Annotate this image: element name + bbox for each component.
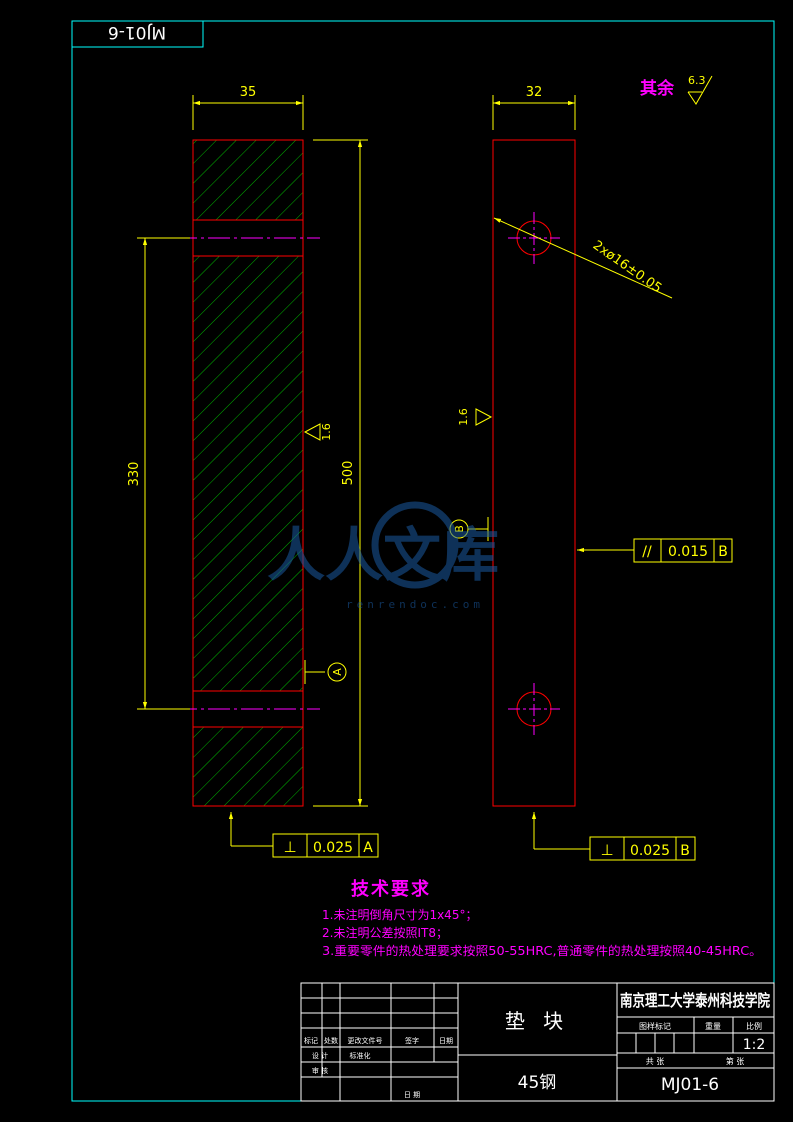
general-roughness-value: 6.3 [688, 74, 706, 87]
drawing-number: MJ01-6 [661, 1075, 719, 1095]
header-change-doc: 更改文件号 [348, 1036, 383, 1045]
dim-right-width-text: 32 [526, 85, 543, 100]
tech-requirements-title: 技术要求 [351, 878, 431, 900]
hole-top [508, 212, 560, 264]
header-mark: 标记 [304, 1036, 318, 1045]
material: 45钢 [518, 1073, 557, 1093]
watermark-text: 人人文库 [267, 521, 499, 589]
header-weight: 重量 [705, 1021, 721, 1031]
right-face-roughness-value: 1.6 [457, 408, 470, 426]
watermark-url: renrendoc.com [346, 598, 484, 611]
tech-requirement-2: 2.未注明公差按照IT8； [322, 925, 448, 940]
dim-total-length-text: 500 [341, 461, 356, 486]
hatch-top [193, 140, 303, 220]
left-section-view [175, 139, 320, 807]
part-name: 垫 块 [505, 1009, 569, 1033]
dim-left-width-text: 35 [240, 85, 257, 100]
dim-right-width: 32 [492, 85, 576, 130]
datum-a: A [304, 660, 347, 684]
school-name: 南京理工大学泰州科技学院 [620, 991, 770, 1010]
header-date-2: 日 期 [404, 1091, 420, 1099]
hatch-bottom [193, 727, 303, 806]
header-scale: 比例 [746, 1021, 762, 1031]
header-standardization: 标准化 [350, 1051, 371, 1060]
left-outline [192, 139, 304, 807]
datum-b-label: B [453, 525, 466, 533]
dim-left-width: 35 [192, 85, 304, 130]
tolerance-perp-right: ⊥ 0.025 B [531, 812, 696, 861]
tech-requirements: 技术要求 1.未注明倒角尺寸为1x45°； 2.未注明公差按照IT8； 3.重要… [322, 878, 762, 958]
right-face-roughness: 1.6 [457, 408, 493, 426]
hole-callout-text: 2xø16±0.05 [590, 238, 664, 296]
header-count: 处数 [324, 1036, 338, 1045]
tech-requirement-3: 3.重要零件的热处理要求按照50-55HRC,普通零件的热处理按照40-45HR… [322, 943, 762, 958]
parallel-symbol: // [642, 544, 652, 560]
parallel-value: 0.015 [668, 544, 708, 560]
header-sheets-total: 共 张 [646, 1057, 665, 1066]
title-block [300, 982, 775, 1102]
perp-right-symbol: ⊥ [600, 841, 613, 859]
perp-right-value: 0.025 [630, 843, 670, 859]
right-side-view [492, 139, 576, 807]
parallel-datum: B [718, 544, 728, 560]
perp-left-value: 0.025 [313, 840, 353, 856]
dim-hole-spacing-text: 330 [127, 462, 142, 487]
watermark: 人人文库 renrendoc.com [267, 501, 499, 611]
header-stage-mark: 图样标记 [639, 1021, 671, 1031]
hole-bottom [508, 683, 560, 735]
tech-requirement-1: 1.未注明倒角尺寸为1x45°； [322, 907, 477, 922]
scale-value: 1:2 [743, 1037, 766, 1053]
general-roughness: 其余 6.3 [640, 74, 713, 105]
right-outline [492, 139, 576, 807]
drawing-number-rotated: MJ01-6 [108, 22, 166, 42]
general-roughness-label: 其余 [640, 78, 675, 99]
title-block-text: 南京理工大学泰州科技学院 垫 块 45钢 MJ01-6 1:2 图样标记 重量 … [304, 991, 770, 1099]
perp-left-datum: A [363, 840, 373, 856]
header-signature: 签字 [405, 1036, 419, 1045]
left-face-roughness: 1.6 [303, 423, 333, 441]
datum-a-label: A [331, 668, 344, 676]
header-review: 审 核 [312, 1066, 328, 1075]
tolerance-perp-left: ⊥ 0.025 A [228, 812, 379, 858]
dim-hole-spacing: 330 [127, 237, 190, 710]
left-face-roughness-value: 1.6 [320, 423, 333, 441]
dim-total-length: 500 [313, 139, 368, 807]
hatch-middle [193, 256, 303, 691]
header-date: 日期 [439, 1037, 453, 1045]
header-designer: 设 计 [312, 1051, 328, 1060]
tolerance-parallel: // 0.015 B [577, 538, 733, 563]
drawing-number-tab: MJ01-6 [71, 20, 204, 48]
hole-callout: 2xø16±0.05 [493, 217, 673, 299]
perp-left-symbol: ⊥ [283, 838, 296, 856]
perp-right-datum: B [680, 843, 690, 859]
header-sheet-no: 第 张 [726, 1056, 745, 1066]
